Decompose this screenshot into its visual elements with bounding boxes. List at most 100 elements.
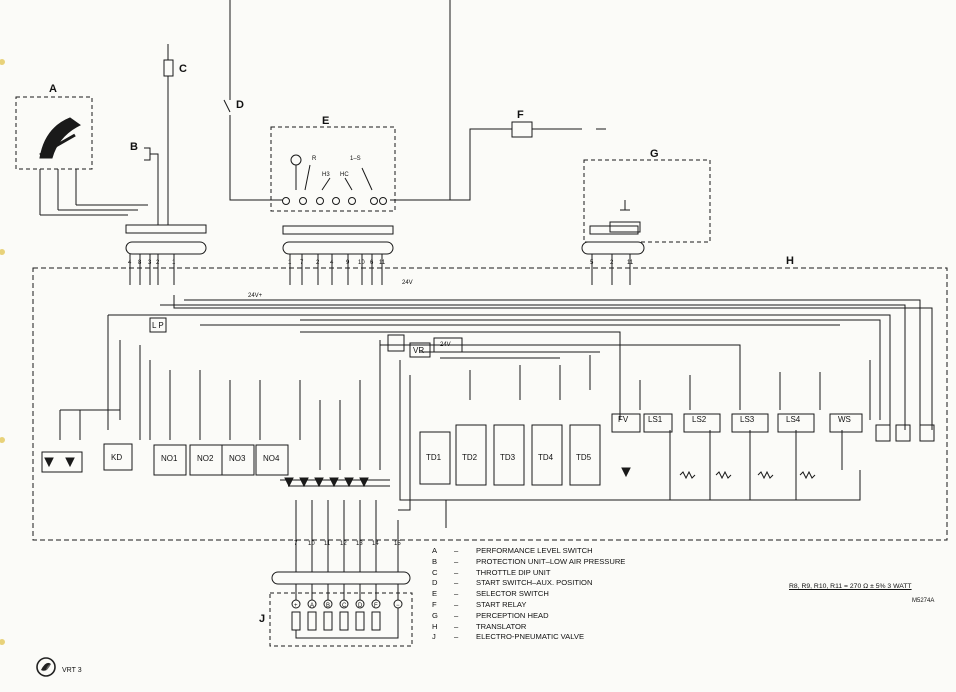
term-valve-1: 10	[308, 541, 315, 547]
legend-row: E–SELECTOR SWITCH	[432, 589, 549, 599]
valve-sym-5: F	[374, 603, 378, 609]
term-sel-1: 7	[300, 260, 304, 266]
module-vr-label: VR	[413, 346, 424, 355]
module-td2-label: TD2	[462, 453, 478, 462]
term-valve-4: 13	[356, 541, 363, 547]
module-td1	[419, 431, 451, 485]
term-sel-2: 2	[316, 260, 320, 266]
module-vr	[409, 342, 431, 358]
throttle-dip-unit	[163, 59, 174, 77]
valve-sym-4: D	[358, 603, 363, 609]
term-sel-4: 9	[346, 260, 350, 266]
label-e: E	[322, 115, 329, 127]
module-no1-label: NO1	[161, 454, 178, 463]
supply-label-3: 24V+	[248, 293, 263, 299]
valve-sym-2: B	[326, 603, 330, 609]
supply-label-1: 24V	[402, 280, 413, 286]
legend-row: A–PERFORMANCE LEVEL SWITCH	[432, 546, 593, 555]
valve-box	[269, 592, 413, 647]
module-lp	[149, 317, 167, 333]
legend-row: C–THROTTLE DIP UNIT	[432, 567, 551, 577]
performance-switch-box	[15, 96, 93, 170]
legend-row: D–START SWITCH–AUX. POSITION	[432, 578, 593, 588]
harness-selector	[282, 241, 394, 255]
legend-row: F–START RELAY	[432, 599, 527, 609]
selector-letter-1s: 1–S	[350, 156, 361, 162]
term-sel-0: 1	[288, 260, 292, 266]
term-head-1: 2	[610, 260, 614, 266]
module-td3-label: TD3	[500, 453, 516, 462]
module-kd-label: KD	[111, 453, 122, 462]
module-no4-label: NO4	[263, 454, 280, 463]
module-ls3-label: LS3	[740, 415, 755, 424]
module-td3	[493, 424, 525, 486]
module-no4	[255, 444, 289, 476]
harness-head	[581, 241, 645, 255]
term-valve-0: 7	[294, 541, 298, 547]
module-td1-label: TD1	[426, 453, 442, 462]
brand-logo-icon	[36, 657, 56, 677]
label-f: F	[517, 109, 524, 121]
label-a: A	[49, 83, 57, 95]
module-no3-label: NO3	[229, 454, 246, 463]
selector-letter-r: R	[312, 156, 317, 162]
term-valve-5: 14	[372, 541, 379, 547]
term-sel-5: 10	[358, 260, 365, 266]
legend-row: J–ELECTRO-PNEUMATIC VALVE	[432, 632, 585, 642]
start-relay	[511, 121, 533, 138]
perception-head-box	[583, 159, 711, 243]
selector-letter-hc: HC	[340, 172, 349, 178]
harness-valve	[271, 571, 411, 585]
supply-label-2: 24V	[440, 342, 451, 348]
valve-sym-6: −	[396, 603, 400, 609]
valve-sym-3: C	[342, 603, 347, 609]
valve-sym-0: +	[294, 603, 298, 609]
margin-marks	[0, 59, 5, 645]
drawing-reference: M5274A	[912, 598, 935, 604]
module-no2-label: NO2	[197, 454, 214, 463]
term-top-3: 2	[156, 260, 160, 266]
label-j: J	[259, 613, 265, 625]
harness-top	[125, 241, 207, 255]
module-td2	[455, 424, 487, 486]
label-b: B	[130, 141, 138, 153]
module-td4	[531, 424, 563, 486]
label-g: G	[650, 148, 659, 160]
start-switch	[223, 99, 286, 201]
valve-sym-1: A	[310, 603, 314, 609]
module-td5	[569, 424, 601, 486]
module-ws-label: WS	[838, 415, 851, 424]
selector-switch-box	[270, 126, 396, 212]
module-ls2	[683, 413, 721, 433]
term-valve-3: 12	[340, 541, 347, 547]
selector-letter-h3: H3	[322, 172, 330, 178]
legend-row: H–TRANSLATOR	[432, 621, 527, 631]
term-valve-6: 15	[394, 541, 401, 547]
module-td5-label: TD5	[576, 453, 592, 462]
module-fv	[611, 413, 641, 433]
term-top-1: 8	[138, 260, 142, 266]
term-top-4: 1	[172, 260, 176, 266]
term-sel-7: 11	[379, 260, 386, 266]
legend: A–PERFORMANCE LEVEL SWITCH B–PROTECTION …	[432, 546, 625, 643]
module-no3	[221, 444, 255, 476]
module-ls2-label: LS2	[692, 415, 707, 424]
module-lp-label: L P	[152, 321, 164, 330]
label-h: H	[786, 255, 794, 267]
document-code: VRT 3	[62, 667, 82, 674]
module-fv-label: FV	[618, 415, 629, 424]
term-top-2: 3	[148, 260, 152, 266]
term-sel-6: 6	[370, 260, 374, 266]
term-head-0: 5	[590, 260, 594, 266]
module-no1	[153, 444, 187, 476]
term-head-2: 11	[627, 260, 634, 266]
label-c: C	[179, 63, 187, 75]
legend-row: G–PERCEPTION HEAD	[432, 610, 549, 620]
label-d: D	[236, 99, 244, 111]
resistor-note: R8, R9, R10, R11 = 270 Ω ± 5% 3 WATT	[789, 583, 912, 590]
term-top-0: 4	[128, 260, 132, 266]
term-valve-2: 11	[324, 541, 331, 547]
module-ls1-label: LS1	[648, 415, 663, 424]
module-ls1	[643, 413, 673, 433]
